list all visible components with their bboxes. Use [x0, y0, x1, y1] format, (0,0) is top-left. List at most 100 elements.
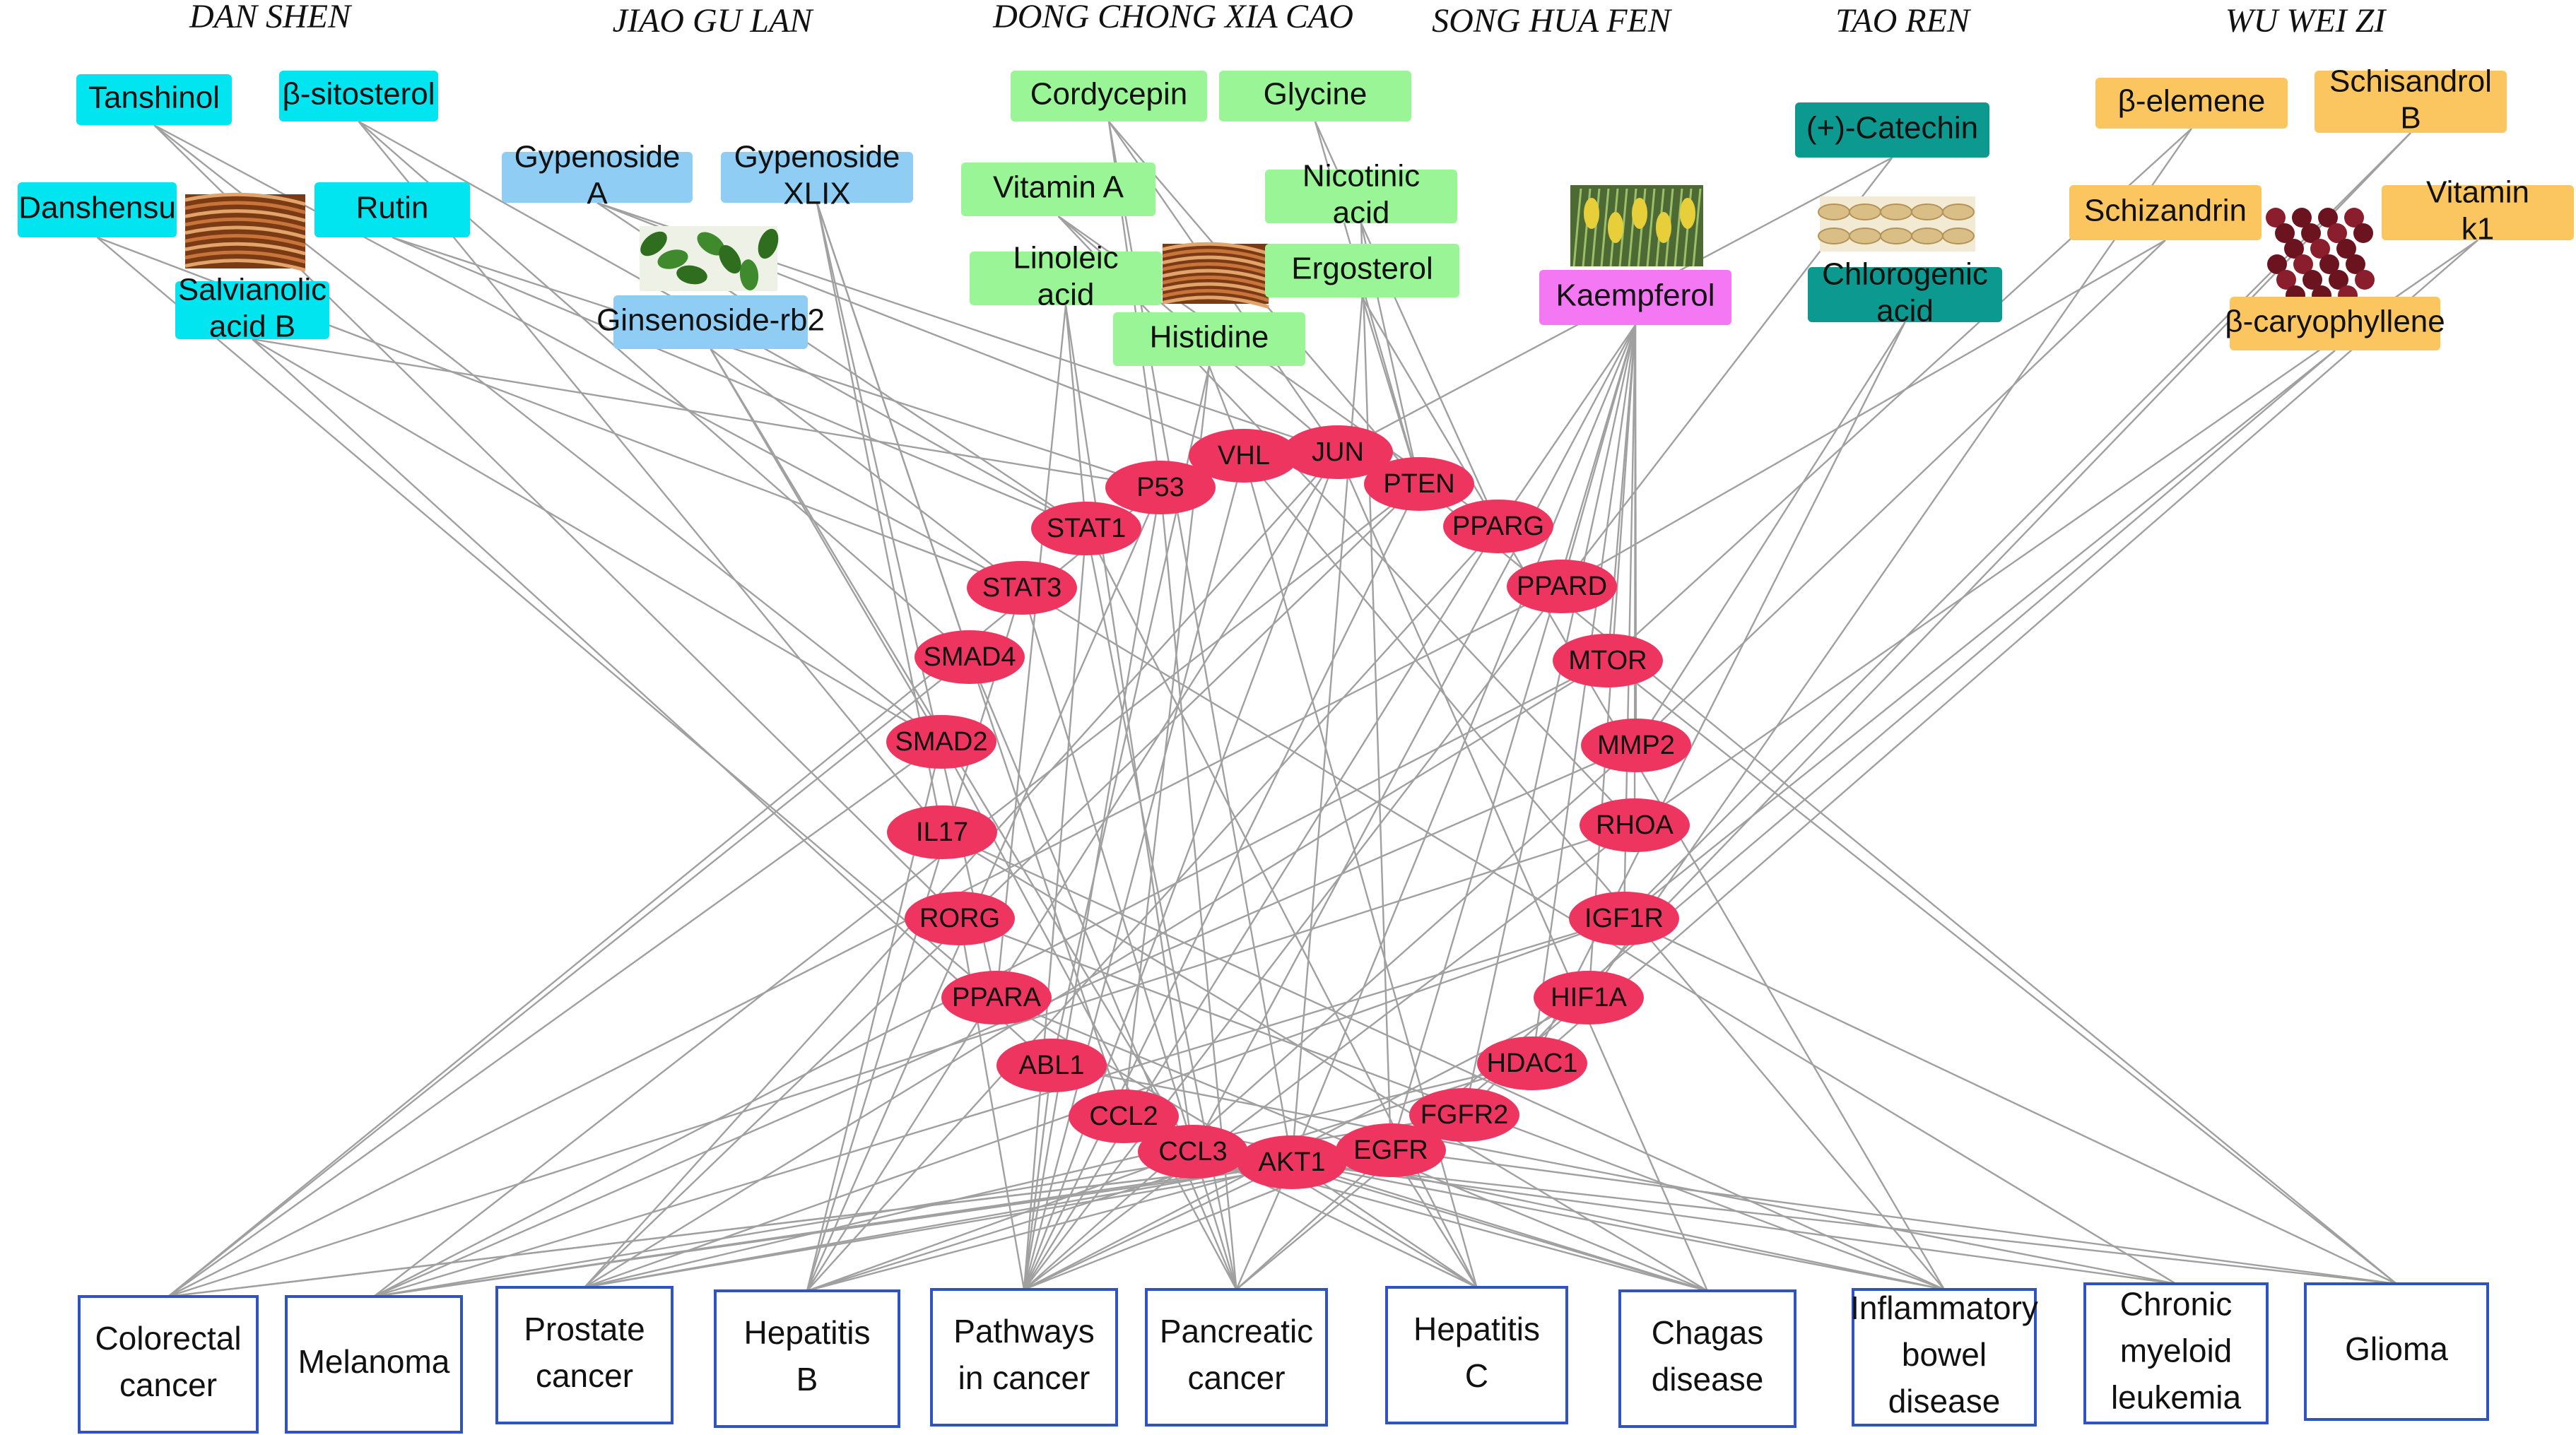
gene-node-pparg[interactable]: PPARG: [1443, 500, 1553, 553]
gene-node-rhoa[interactable]: RHOA: [1580, 798, 1690, 852]
edge-nicotinic-egfr: [1360, 223, 1392, 1151]
compound-label: Chlorogenic: [1822, 257, 1988, 292]
compound-cordycepin[interactable]: Cordycepin: [1011, 71, 1207, 122]
herb-seed-photo: [1818, 196, 1975, 252]
gene-label: HIF1A: [1551, 983, 1627, 1012]
disease-glioma[interactable]: Glioma: [2304, 1282, 2489, 1421]
compound-kaempferol[interactable]: Kaempferol: [1539, 270, 1731, 325]
gene-ellipse: [1189, 429, 1299, 483]
gene-node-fgfr2[interactable]: FGFR2: [1409, 1088, 1519, 1142]
gene-node-igf1r[interactable]: IGF1R: [1569, 892, 1679, 945]
gene-node-egfr[interactable]: EGFR: [1336, 1123, 1446, 1177]
compound-box: [613, 295, 808, 349]
gene-node-pten[interactable]: PTEN: [1364, 457, 1474, 511]
herb-title-dong-chong-xia-cao: DONG CHONG XIA CAO: [992, 0, 1353, 35]
gene-node-mmp2[interactable]: MMP2: [1581, 719, 1691, 772]
gene-node-hif1a[interactable]: HIF1A: [1534, 971, 1644, 1024]
edge-kaempferol-akt1: [1290, 324, 1637, 1163]
compound-ergosterol[interactable]: Ergosterol: [1265, 244, 1459, 297]
edge-abl1-cml: [1051, 1064, 2177, 1285]
gene-node-jun[interactable]: JUN: [1283, 425, 1393, 479]
compound-glycine[interactable]: Glycine: [1219, 71, 1411, 122]
disease-box: [714, 1289, 900, 1428]
compound-label: Vitamin A: [993, 170, 1124, 205]
gene-node-mtor[interactable]: MTOR: [1553, 634, 1663, 687]
edge-akt1-colorectal: [167, 1161, 1293, 1298]
compound-catechin[interactable]: (+)-Catechin: [1795, 102, 1989, 158]
gene-label: CCL2: [1089, 1102, 1158, 1131]
gene-label: MMP2: [1597, 731, 1675, 760]
compound-box: [2095, 78, 2288, 129]
compound-label: β-caryophyllene: [2225, 305, 2445, 339]
compound-histidine[interactable]: Histidine: [1113, 312, 1305, 366]
gene-ellipse: [1138, 1125, 1248, 1179]
gene-node-ccl2[interactable]: CCL2: [1069, 1089, 1179, 1143]
gene-node-ccl3[interactable]: CCL3: [1138, 1125, 1248, 1179]
gene-node-smad2[interactable]: SMAD2: [886, 715, 996, 769]
gene-node-abl1[interactable]: ABL1: [996, 1039, 1107, 1092]
compound-label: Vitamin: [2426, 175, 2529, 210]
gene-node-hdac1[interactable]: HDAC1: [1477, 1037, 1587, 1090]
herb-title-wu-wei-zi: WU WEI ZI: [2225, 2, 2387, 40]
gene-ellipse: [1580, 798, 1690, 852]
gene-node-stat3[interactable]: STAT3: [967, 561, 1077, 615]
compound-b-caryophyllene[interactable]: β-caryophyllene: [2225, 297, 2445, 350]
gene-node-rorg[interactable]: RORG: [905, 892, 1015, 945]
disease-label: Inflammatory: [1850, 1289, 2038, 1326]
compound-b-sitosterol[interactable]: β-sitosterol: [279, 71, 438, 122]
gene-node-il17[interactable]: IL17: [887, 805, 997, 859]
edge-rutin-p53: [392, 236, 1161, 489]
gene-ellipse: [1581, 719, 1691, 772]
gene-node-ppard[interactable]: PPARD: [1507, 560, 1617, 613]
gene-node-smad4[interactable]: SMAD4: [914, 630, 1025, 684]
compound-danshensu[interactable]: Danshensu: [18, 182, 177, 237]
compound-tanshinol[interactable]: Tanshinol: [76, 74, 232, 125]
compound-box: [279, 71, 438, 122]
edge-mtor-prostate: [584, 659, 1608, 1289]
compound-ginsenoside[interactable]: Ginsenoside-rb2: [596, 295, 825, 349]
compound-box: [970, 252, 1162, 305]
disease-melanoma[interactable]: Melanoma: [285, 1295, 463, 1434]
compound-label: acid B: [209, 309, 295, 344]
gene-label: ABL1: [1019, 1051, 1085, 1080]
edge-rutin-stat1: [392, 236, 1087, 530]
disease-label: Melanoma: [298, 1343, 450, 1380]
disease-box: [1852, 1288, 2037, 1427]
compound-vitamin-a[interactable]: Vitamin A: [961, 163, 1155, 216]
gene-node-vhl[interactable]: VHL: [1189, 429, 1299, 483]
disease-label: bowel: [1902, 1336, 1987, 1373]
compound-label: Nicotinic: [1302, 159, 1420, 194]
gene-label: RHOA: [1596, 810, 1674, 840]
edge-akt1-ibd: [1291, 1161, 1945, 1291]
compound-label: Glycine: [1264, 77, 1368, 112]
gene-node-ppara[interactable]: PPARA: [941, 971, 1052, 1024]
edge-pten-prostate: [584, 483, 1420, 1288]
gene-node-p53[interactable]: P53: [1105, 461, 1216, 514]
gene-label: P53: [1136, 473, 1184, 502]
herb-leaf-photo: [640, 226, 779, 291]
compound-rutin[interactable]: Rutin: [314, 182, 470, 237]
compound-b-elemene[interactable]: β-elemene: [2095, 78, 2288, 129]
gene-node-akt1[interactable]: AKT1: [1237, 1135, 1347, 1189]
gene-node-stat1[interactable]: STAT1: [1031, 502, 1141, 555]
gene-ellipse: [1409, 1088, 1519, 1142]
compound-schizandrin[interactable]: Schizandrin: [2069, 185, 2262, 240]
disease-label: disease: [1652, 1361, 1764, 1398]
